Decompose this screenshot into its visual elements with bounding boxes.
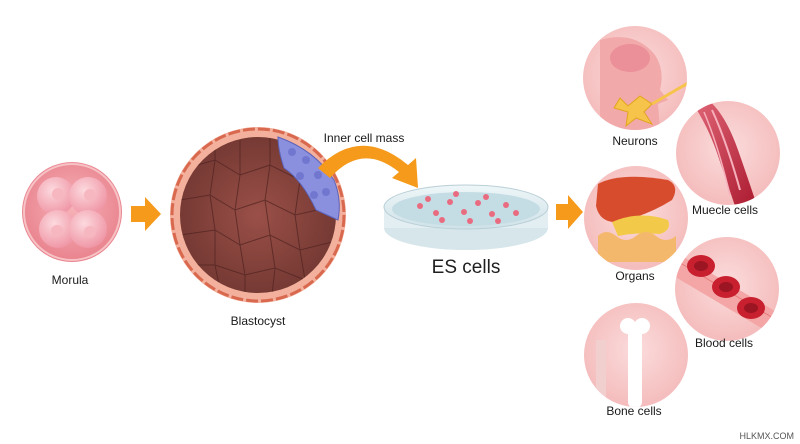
petri-dish-icon	[383, 184, 549, 250]
es-cells-label: ES cells	[431, 257, 501, 278]
neurons-label: Neurons	[612, 134, 658, 148]
blood-cells-label: Blood cells	[694, 336, 754, 350]
watermark: HLKMX.COM	[739, 431, 794, 441]
blood-cells-icon	[675, 237, 779, 341]
bone-icon	[584, 303, 688, 407]
morula-label: Morula	[51, 273, 89, 287]
inner-cell-mass-label: Inner cell mass	[323, 131, 405, 145]
morula-icon	[22, 162, 122, 262]
arrow-icon	[131, 197, 161, 231]
organs-icon	[584, 166, 688, 270]
blastocyst-label: Blastocyst	[230, 314, 286, 328]
bone-cells-label: Bone cells	[606, 404, 662, 418]
muscle-cells-label: Muecle cells	[691, 203, 759, 217]
organs-label: Organs	[615, 269, 655, 283]
curved-arrow-icon	[318, 145, 418, 188]
muscle-icon	[676, 101, 780, 205]
arrow-icon	[556, 195, 583, 229]
neuron-icon	[583, 26, 687, 130]
blastocyst-icon	[170, 127, 346, 303]
